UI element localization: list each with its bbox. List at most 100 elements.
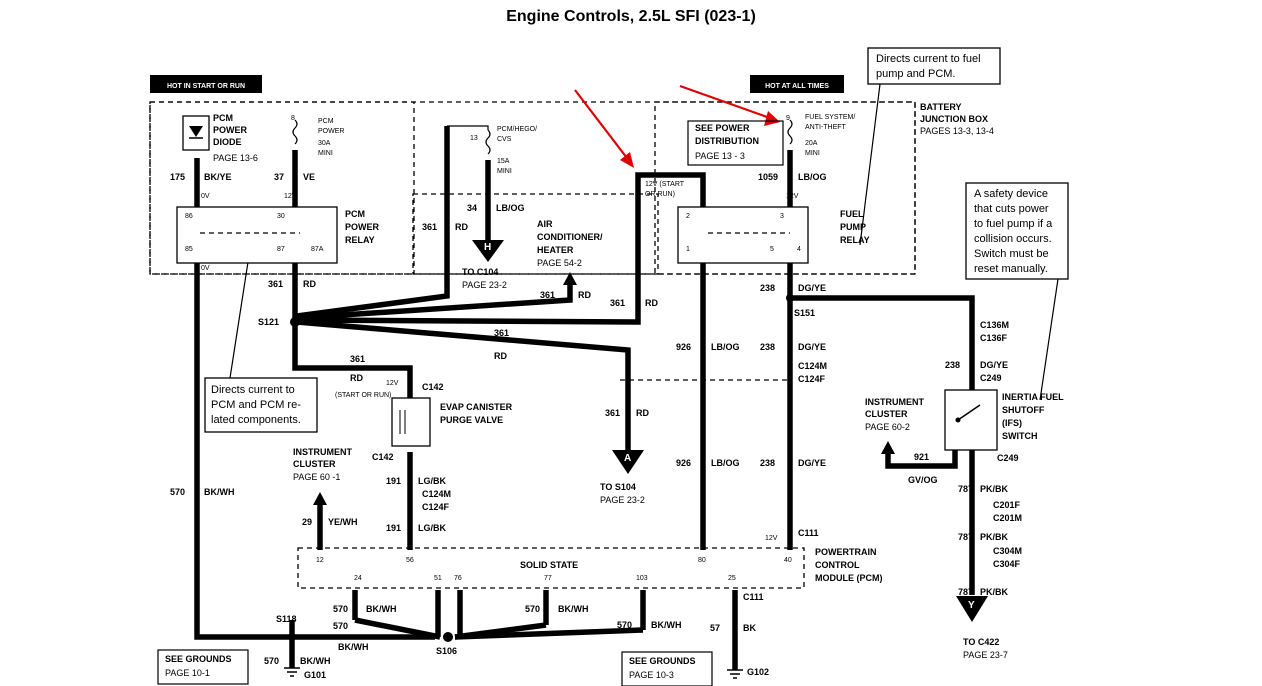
splice-s151: [786, 294, 794, 302]
diagram-label: 361: [605, 408, 620, 418]
diagram-label: MINI: [318, 150, 333, 157]
diagram-label: 361: [540, 290, 555, 300]
diagram-label: 0V: [201, 265, 210, 272]
diagram-label: DIODE: [213, 137, 242, 147]
diagram-label: C111: [743, 592, 764, 602]
diagram-label: RD: [636, 408, 649, 418]
diagram-label: 175: [170, 172, 185, 182]
diagram-label: INSTRUMENT: [293, 447, 352, 457]
diagram-label: C111: [798, 528, 819, 538]
diagram-label: LB/OG: [798, 172, 827, 182]
diagram-label: PAGE 23-7: [963, 650, 1008, 660]
diagram-label: 37: [274, 172, 284, 182]
diagram-label: HEATER: [537, 245, 574, 255]
diagram-label: 1059: [758, 172, 778, 182]
diagram-label: C142: [422, 382, 444, 392]
diagram-label: POWER: [318, 128, 344, 135]
connector-y: [956, 596, 988, 622]
diagram-label: 926: [676, 342, 691, 352]
diagram-label: S106: [436, 646, 457, 656]
diagram-label: C142: [372, 452, 394, 462]
diagram-label: TO C104: [462, 267, 498, 277]
diagram-label: 76: [454, 575, 462, 582]
diagram-label: TO C422: [963, 637, 999, 647]
diagram-label: CONTROL: [815, 560, 860, 570]
ground-g101-icon: [284, 667, 300, 677]
diagram-label: SEE GROUNDS: [165, 654, 232, 664]
diagram-label: 20A: [805, 140, 818, 147]
diagram-label: 30: [277, 213, 285, 220]
hot-all-times-tag: [750, 75, 844, 93]
diagram-label: MODULE (PCM): [815, 573, 883, 583]
diagram-label: PAGE 13 - 3: [695, 151, 745, 161]
ifs-switch: [944, 389, 998, 451]
diagram-label: Y: [968, 600, 975, 611]
diagram-label: PUMP: [840, 222, 866, 232]
diagram-label: 191: [386, 476, 401, 486]
diagram-label: 56: [406, 557, 414, 564]
diagram-label: 9: [786, 115, 790, 122]
arrow-ye-wh: [313, 492, 327, 505]
diagram-label: PAGE 13-6: [213, 153, 258, 163]
diagram-label: C249: [997, 453, 1019, 463]
diagram-label: ANTI-THEFT: [805, 124, 847, 131]
diagram-label: MINI: [497, 168, 512, 175]
ground-g102-icon: [727, 669, 743, 679]
diagram-label: JUNCTION BOX: [920, 114, 988, 124]
diagram-label: C249: [980, 373, 1002, 383]
callout-fuel-line-2: pump and PCM.: [876, 68, 955, 80]
diagram-label: G102: [747, 667, 769, 677]
diagram-label: 8: [291, 115, 295, 122]
diagram-label: H: [484, 242, 491, 253]
diagram-label: 24: [354, 575, 362, 582]
diagram-label: C124M: [798, 361, 827, 371]
diagram-label: BATTERY: [920, 102, 962, 112]
diagram-label: DG/YE: [980, 360, 1008, 370]
connector-h: [472, 240, 504, 262]
pcm-outline: [297, 547, 805, 589]
arrow-gv-og: [881, 441, 895, 454]
diagram-label: 361: [610, 298, 625, 308]
diagram-label: BK: [743, 623, 756, 633]
diagram-label: lated components.: [211, 414, 301, 426]
diagram-label: S151: [794, 308, 815, 318]
diagram-label: 787: [958, 484, 973, 494]
diagram-label: PAGE 23-2: [600, 495, 645, 505]
fuse-13: [485, 129, 491, 155]
hot-start-run-tag: [150, 75, 262, 93]
diagram-label: RELAY: [840, 235, 870, 245]
diagram-label: PCM: [345, 209, 365, 219]
pcm-relay-box-outline: [149, 101, 415, 275]
diagram-label: PK/BK: [980, 587, 1009, 597]
diagram-label: GV/OG: [908, 475, 938, 485]
diagram-label: 30A: [318, 140, 331, 147]
diagram-label: PAGE 10-3: [629, 670, 674, 680]
hot-start-run-text: HOT IN START OR RUN: [167, 83, 245, 90]
diagram-label: 86: [185, 213, 193, 220]
splice-s106: [443, 632, 453, 642]
diagram-label: SWITCH: [1002, 431, 1038, 441]
diagram-label: AIR: [537, 219, 553, 229]
diagram-label: BK/WH: [366, 604, 397, 614]
diagram-label: 238: [760, 342, 775, 352]
diagram-label: 40: [784, 557, 792, 564]
fuse-8: [292, 119, 298, 145]
diagram-label: RD: [645, 298, 658, 308]
see-grounds-box-2: [621, 651, 713, 686]
diagram-label: RELAY: [345, 235, 375, 245]
diagram-label: 361: [422, 222, 437, 232]
diagram-label: 787: [958, 587, 973, 597]
diagram-label: 34: [467, 203, 477, 213]
diagram-label: PAGE 60-2: [865, 422, 910, 432]
diagram-label: SOLID STATE: [520, 560, 578, 570]
hot-all-times-text: HOT AT ALL TIMES: [765, 83, 829, 90]
page-title: Engine Controls, 2.5L SFI (023-1): [506, 8, 756, 25]
diagram-label: OR RUN): [645, 191, 675, 198]
diagram-label: CONDITIONER/: [537, 232, 603, 242]
diagram-label: 238: [760, 458, 775, 468]
diagram-label: 77: [544, 575, 552, 582]
diagram-label: 238: [945, 360, 960, 370]
diagram-label: 12V (START: [645, 181, 685, 188]
diagram-label: C124F: [798, 374, 826, 384]
